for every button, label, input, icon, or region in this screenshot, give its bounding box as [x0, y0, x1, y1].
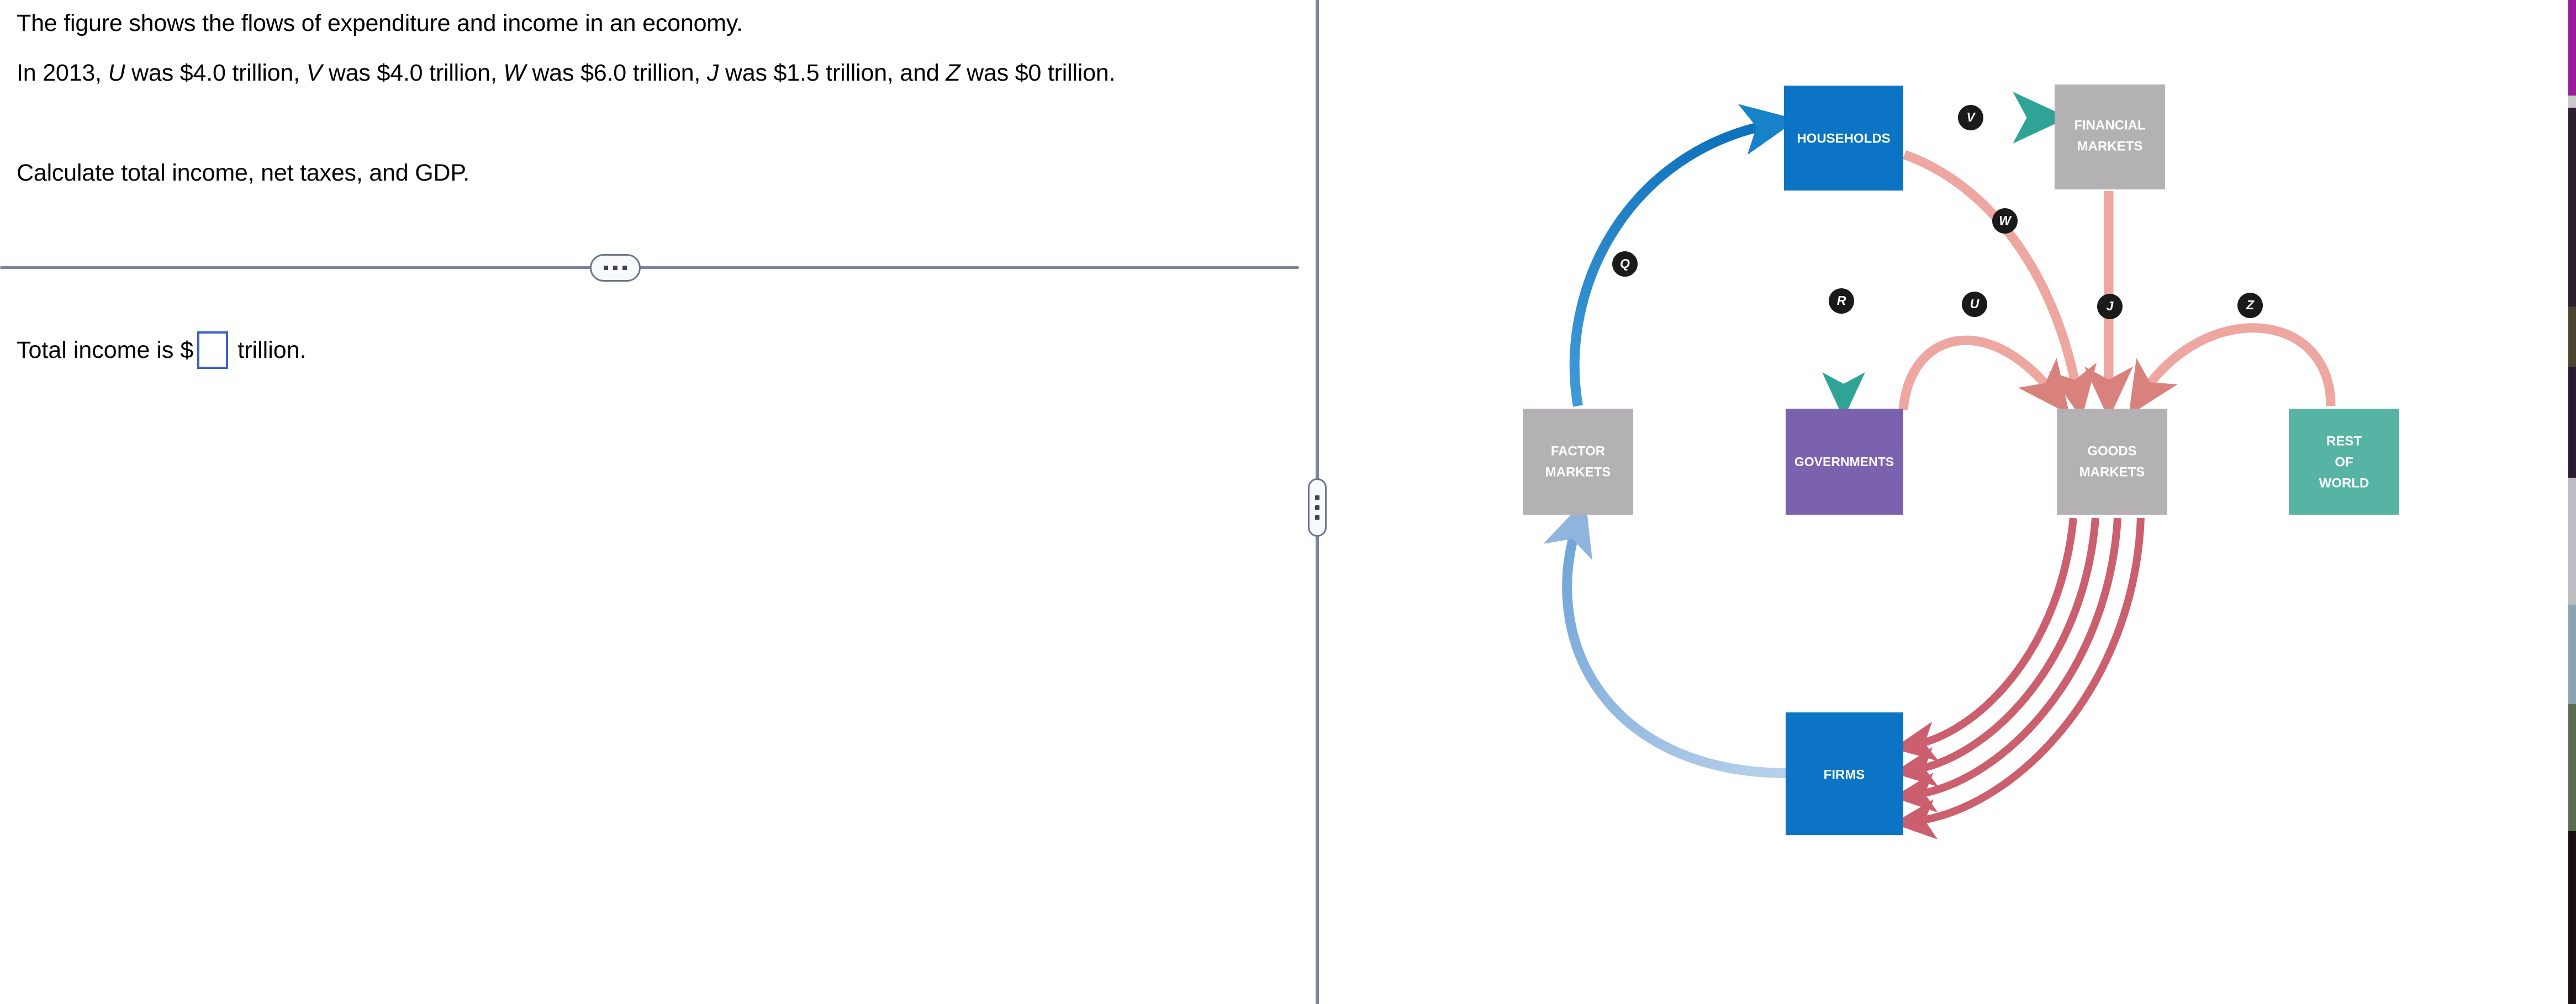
node-households: HOUSEHOLDS: [1784, 86, 1903, 191]
node-label-goods-markets-2: MARKETS: [2079, 464, 2145, 479]
flow-arrow-goods-to-firms-3: [1892, 517, 2121, 813]
node-label-firms: FIRMS: [1824, 767, 1865, 782]
variable-v: V: [306, 60, 323, 86]
stem-part-6: was $0 trillion.: [960, 60, 1116, 86]
question-panel: The figure shows the flows of expenditur…: [0, 10, 1299, 369]
sliver-blue-band: [2568, 605, 2576, 704]
variable-j: J: [706, 60, 719, 86]
stem-part-1: In 2013,: [17, 60, 108, 86]
splitter-dot-2: [1315, 505, 1319, 510]
panel-splitter-handle[interactable]: [1308, 478, 1327, 537]
expand-more-button[interactable]: [590, 254, 641, 282]
variable-u: U: [108, 60, 125, 86]
answer-suffix-label: trillion.: [237, 336, 307, 363]
flow-badge-u: U: [1962, 292, 1987, 317]
flow-badge-j-letter: J: [2107, 299, 2114, 313]
stem-part-2: was $4.0 trillion,: [125, 60, 307, 86]
flow-arrow-u: [1898, 335, 2070, 415]
sliver-dark-band-3: [2568, 831, 2576, 1004]
flow-arrow-goods-to-firms-1: [1892, 517, 2077, 762]
node-governments: GOVERNMENTS: [1786, 409, 1903, 515]
flow-arrow-q: [1569, 104, 1798, 407]
total-income-input[interactable]: [197, 331, 229, 369]
variable-w: W: [503, 60, 526, 86]
node-label-financial-markets-2: MARKETS: [2077, 139, 2143, 154]
node-label-goods-markets-1: GOODS: [2087, 443, 2136, 458]
answer-prefix-label: Total income is $: [17, 336, 194, 363]
divider-line: [0, 266, 1299, 269]
flow-badge-v: V: [1958, 105, 1983, 130]
flow-badge-j: J: [2097, 294, 2123, 319]
section-divider: [0, 254, 1299, 287]
flow-badge-z: Z: [2237, 293, 2263, 318]
answer-row: Total income is $ trillion.: [17, 331, 307, 369]
stem-part-3: was $4.0 trillion,: [322, 60, 504, 86]
node-label-households: HOUSEHOLDS: [1797, 131, 1890, 146]
node-label-factor-markets-1: FACTOR: [1551, 443, 1605, 458]
flow-badge-q: Q: [1612, 251, 1638, 277]
flow-badge-w: W: [1992, 208, 2018, 234]
circular-flow-diagram: HOUSEHOLDS FINANCIAL MARKETS FACTOR MARK…: [1523, 84, 2399, 839]
question-stem-line-2: In 2013, U was $4.0 trillion, V was $4.0…: [17, 57, 1254, 89]
flow-badge-r-letter: R: [1837, 293, 1846, 308]
sliver-dark-band-2: [2568, 367, 2576, 478]
sliver-green-band: [2568, 704, 2576, 831]
stem-part-5: was $1.5 trillion, and: [719, 60, 946, 86]
flow-badge-v-letter: V: [1966, 110, 1976, 124]
node-label-rest-of-world-1: REST: [2326, 434, 2362, 448]
sliver-olive-band: [2568, 307, 2576, 367]
node-factor-markets: FACTOR MARKETS: [1523, 409, 1633, 515]
sliver-gray-band: [2568, 96, 2576, 108]
node-label-rest-of-world-3: WORLD: [2319, 475, 2369, 490]
node-rest-of-world: REST OF WORLD: [2289, 409, 2399, 515]
ellipsis-dot-2: [613, 266, 617, 270]
flow-arrow-z: [2128, 323, 2336, 416]
flow-arrow-goods-to-firms-4: [1892, 517, 2145, 839]
node-label-governments: GOVERNMENTS: [1794, 455, 1894, 469]
variable-z: Z: [946, 60, 960, 86]
flow-badge-z-letter: Z: [2246, 298, 2255, 312]
flow-arrow-goods-to-firms-2: [1892, 517, 2099, 787]
flow-badge-r: R: [1829, 288, 1854, 314]
ellipsis-dot-1: [604, 266, 608, 270]
question-instruction: Calculate total income, net taxes, and G…: [17, 160, 470, 186]
stem-part-4: was $6.0 trillion,: [525, 60, 707, 86]
node-firms: FIRMS: [1786, 712, 1903, 835]
background-window-sliver: [2568, 0, 2576, 1004]
sliver-gray-band-2: [2568, 478, 2576, 605]
figure-panel: HOUSEHOLDS FINANCIAL MARKETS FACTOR MARK…: [1320, 0, 2568, 1004]
node-label-factor-markets-2: MARKETS: [1545, 464, 1611, 479]
flow-badge-q-letter: Q: [1620, 256, 1630, 271]
flow-arrow-w: [1903, 150, 2097, 419]
node-financial-markets: FINANCIAL MARKETS: [2055, 84, 2165, 189]
flow-badge-w-letter: W: [1999, 213, 2012, 228]
node-label-financial-markets-1: FINANCIAL: [2074, 118, 2145, 133]
flow-badge-u-letter: U: [1970, 297, 1980, 311]
sliver-dark-band: [2568, 108, 2576, 307]
flow-arrow-firms-to-factor: [1543, 499, 1789, 778]
ellipsis-dot-3: [622, 266, 627, 270]
question-stem-line-1: The figure shows the flows of expenditur…: [17, 10, 743, 36]
sliver-purple-band: [2568, 0, 2576, 96]
node-label-rest-of-world-2: OF: [2335, 455, 2353, 469]
splitter-dot-3: [1315, 515, 1319, 520]
node-goods-markets: GOODS MARKETS: [2057, 409, 2167, 515]
splitter-dot-1: [1315, 495, 1319, 500]
